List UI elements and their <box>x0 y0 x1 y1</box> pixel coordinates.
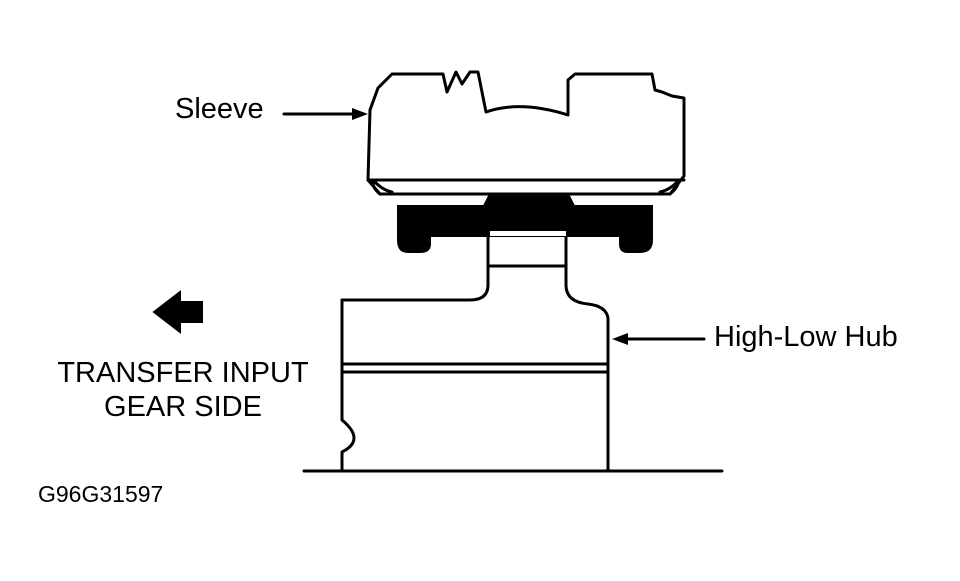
arrow-left-icon <box>152 289 203 335</box>
figure-id-label: G96G31597 <box>38 481 164 507</box>
spline-center-gap <box>490 231 566 236</box>
sleeve-left-chamfer <box>371 178 394 196</box>
sleeve-spline-teeth <box>397 193 653 253</box>
hub-leader-arrowhead <box>612 333 628 345</box>
hub-neck <box>340 234 490 302</box>
high-low-hub-label: High-Low Hub <box>714 321 898 353</box>
sleeve-body <box>366 70 686 196</box>
transfer-input-gear-side-label: TRANSFER INPUT GEAR SIDE <box>38 356 328 424</box>
sleeve-leader-arrowhead <box>352 108 368 120</box>
hub-body <box>340 298 356 472</box>
side-label-line-2: GEAR SIDE <box>104 391 262 423</box>
sleeve-right-chamfer <box>658 178 681 196</box>
hub-neck-right <box>564 234 610 320</box>
side-label-line-1: TRANSFER INPUT <box>57 357 309 389</box>
sleeve-label: Sleeve <box>175 93 264 125</box>
